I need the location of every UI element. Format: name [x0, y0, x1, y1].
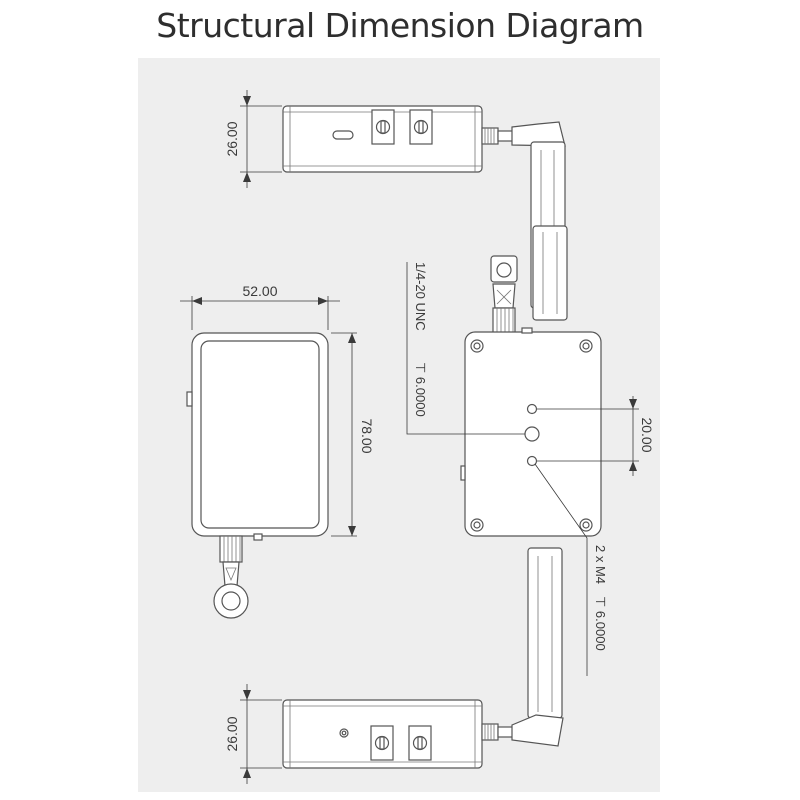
antenna-hinge-bottom [511, 714, 564, 747]
mount-hole-lower [526, 455, 538, 467]
front-width-dimension: 52.00 [242, 283, 277, 299]
bottom-height-dimension: 26.00 [224, 716, 240, 751]
mount-holes-depth: ⊤ 6.0000 [593, 596, 608, 651]
bottom-side-view: 26.00 [224, 684, 564, 784]
tripod-thread-hole [524, 426, 540, 442]
tripod-leader-line [406, 262, 525, 435]
bottom-dc-jack-left [370, 725, 394, 761]
sma-connector-top [481, 127, 515, 145]
antenna-hinge-top [511, 121, 566, 147]
dc-jack-right [409, 109, 433, 145]
top-height-dimension: 26.00 [224, 121, 240, 156]
hole-spacing-dimension: 20.00 [639, 417, 655, 452]
front-view: 52.00 78.00 [180, 283, 375, 619]
mount-hole-upper [526, 403, 538, 415]
mount-hole-leader-line [534, 463, 588, 676]
front-height-dimension: 78.00 [359, 418, 375, 453]
diagram-title: Structural Dimension Diagram [156, 6, 644, 45]
usb-c-port [332, 130, 354, 140]
back-antenna-lower [527, 547, 563, 719]
front-housing [191, 332, 329, 537]
front-sma-connector [213, 535, 249, 619]
back-view: 20.00 1/4-20 UNC ⊤ 6.0000 2 x M4 ⊤ 6.000… [406, 225, 655, 719]
bottom-dc-jack-right [408, 725, 432, 761]
mount-holes-label: 2 x M4 [593, 545, 608, 584]
tripod-thread-label: 1/4-20 UNC [413, 262, 428, 331]
back-antenna-upper [490, 225, 568, 335]
dc-jack-left [371, 109, 395, 145]
tripod-thread-depth: ⊤ 6.0000 [413, 362, 428, 417]
sma-connector-bottom [481, 723, 515, 741]
